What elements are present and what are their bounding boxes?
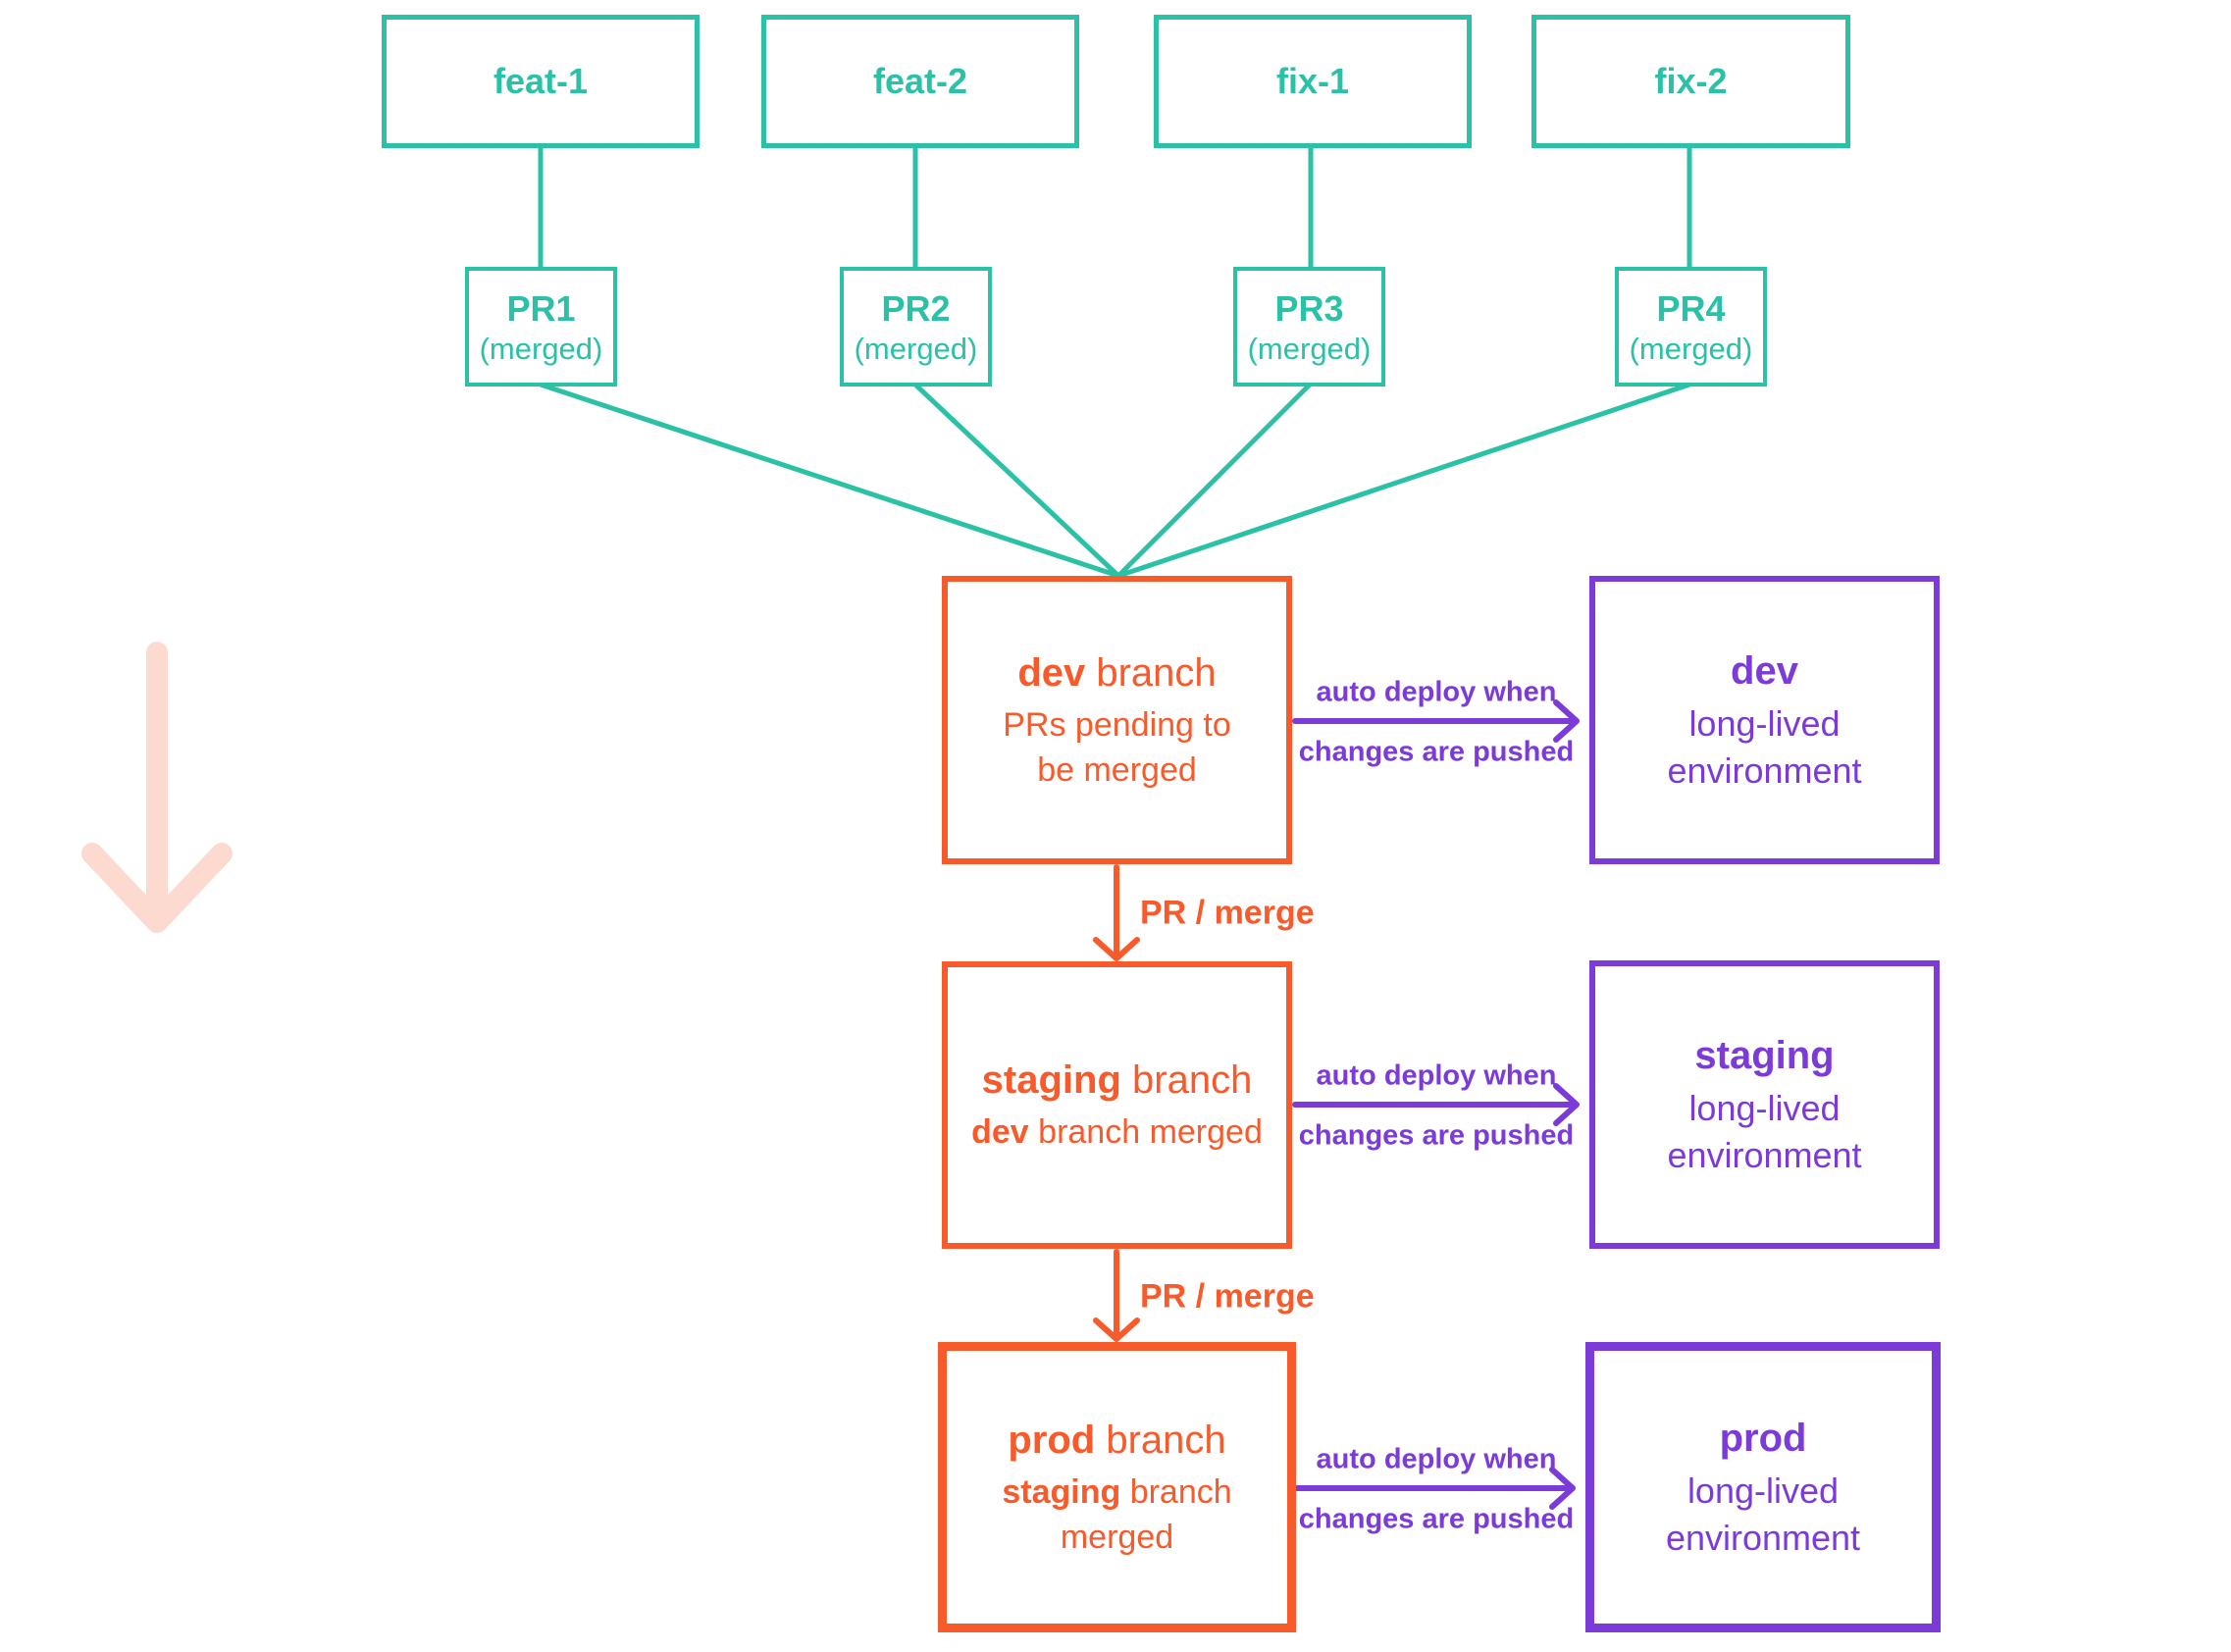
merge-arrows bbox=[1093, 864, 1140, 1342]
branch-title: dev branch bbox=[1017, 650, 1217, 695]
branch-subtitle: staging branch merged bbox=[1002, 1472, 1232, 1556]
environment-title: staging bbox=[1694, 1034, 1835, 1078]
feature-branch-box-fix-2: fix-2 bbox=[1531, 15, 1850, 148]
feature-branch-label: fix-1 bbox=[1275, 61, 1350, 101]
pr-status: (merged) bbox=[1247, 331, 1372, 366]
deploy-label-staging-bottom: changes are pushed bbox=[1298, 1119, 1575, 1152]
deploy-label-dev-top: auto deploy when bbox=[1316, 676, 1557, 708]
pr-status: (merged) bbox=[854, 331, 978, 366]
flow-direction-down-arrow-icon bbox=[81, 642, 233, 933]
environment-title: prod bbox=[1719, 1417, 1807, 1461]
pr-title: PR4 bbox=[1656, 287, 1726, 329]
branch-subtitle: dev branch merged bbox=[971, 1113, 1263, 1152]
pr-title: PR3 bbox=[1274, 287, 1344, 329]
pr-status: (merged) bbox=[1629, 331, 1753, 366]
feature-branch-label: fix-2 bbox=[1654, 61, 1728, 101]
deploy-label-prod-top: auto deploy when bbox=[1316, 1443, 1557, 1475]
deploy-label-dev-bottom: changes are pushed bbox=[1298, 736, 1575, 768]
right-arrowhead-icon bbox=[1553, 699, 1580, 743]
environment-subtitle: long-lived environment bbox=[1667, 1088, 1862, 1175]
pr-title: PR1 bbox=[506, 287, 576, 329]
environment-subtitle: long-lived environment bbox=[1667, 703, 1862, 791]
feature-branch-label: feat-1 bbox=[493, 61, 589, 101]
branch-title: staging branch bbox=[981, 1058, 1253, 1103]
dev-environment-box: dev long-lived environment bbox=[1589, 576, 1940, 864]
merge-label-dev-to-staging: PR / merge bbox=[1140, 894, 1315, 932]
environment-subtitle: long-lived environment bbox=[1665, 1471, 1861, 1558]
dev-branch-box: dev branch PRs pending to be merged bbox=[942, 576, 1292, 864]
merge-label-staging-to-prod: PR / merge bbox=[1140, 1277, 1315, 1316]
prod-branch-box: prod branch staging branch merged bbox=[938, 1342, 1296, 1632]
pr-box-pr1: PR1 (merged) bbox=[465, 267, 617, 387]
feature-branch-box-fix-1: fix-1 bbox=[1154, 15, 1472, 148]
feature-branch-box-feat-1: feat-1 bbox=[382, 15, 700, 148]
pr-status: (merged) bbox=[479, 331, 603, 366]
pr-box-pr3: PR3 (merged) bbox=[1233, 267, 1385, 387]
feature-to-pr-connectors bbox=[538, 148, 1692, 579]
feature-branch-label: feat-2 bbox=[872, 61, 968, 101]
feature-branch-box-feat-2: feat-2 bbox=[761, 15, 1079, 148]
environment-title: dev bbox=[1731, 649, 1798, 694]
pr-title: PR2 bbox=[881, 287, 951, 329]
right-arrowhead-icon bbox=[1549, 1467, 1576, 1510]
prod-environment-box: prod long-lived environment bbox=[1585, 1342, 1941, 1632]
branch-title: prod branch bbox=[1008, 1418, 1226, 1462]
pr-box-pr2: PR2 (merged) bbox=[840, 267, 992, 387]
deploy-arrows bbox=[1292, 699, 1580, 1510]
staging-branch-box: staging branch dev branch merged bbox=[942, 961, 1292, 1249]
staging-environment-box: staging long-lived environment bbox=[1589, 960, 1940, 1249]
deploy-label-staging-top: auto deploy when bbox=[1316, 1059, 1557, 1092]
right-arrowhead-icon bbox=[1553, 1083, 1580, 1126]
deploy-label-prod-bottom: changes are pushed bbox=[1298, 1503, 1575, 1535]
down-arrowhead-icon bbox=[1093, 1317, 1140, 1342]
branch-subtitle: PRs pending to be merged bbox=[1003, 705, 1231, 789]
down-arrowhead-icon bbox=[1093, 937, 1140, 961]
pr-box-pr4: PR4 (merged) bbox=[1615, 267, 1767, 387]
